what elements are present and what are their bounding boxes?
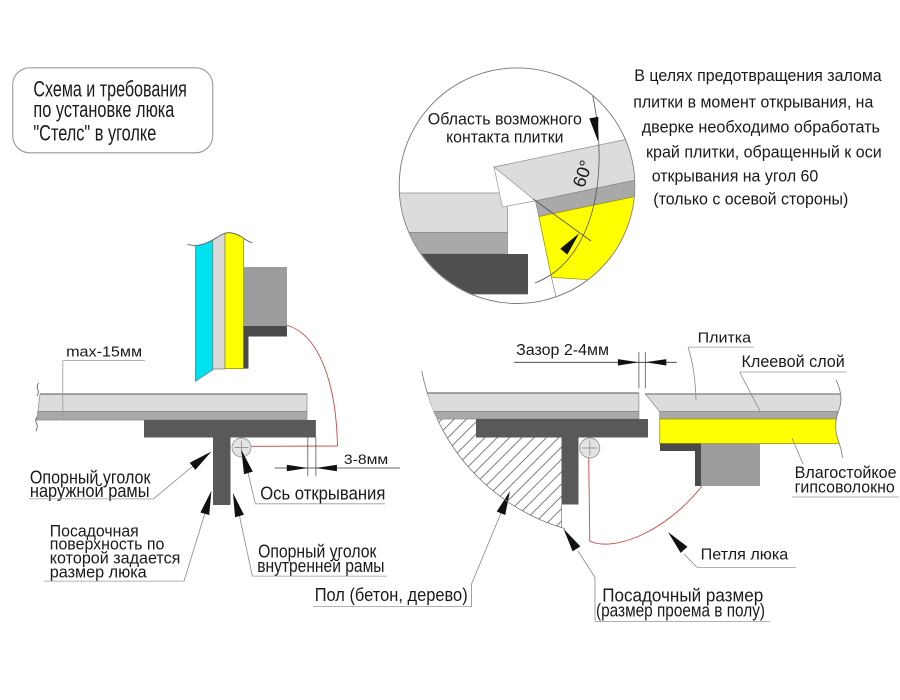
svg-text:Пол (бетон, дерево): Пол (бетон, дерево) <box>315 584 468 605</box>
svg-text:Посадочная: Посадочная <box>50 522 139 541</box>
svg-text:гипсоволокно: гипсоволокно <box>795 478 895 497</box>
svg-text:Зазор 2-4мм: Зазор 2-4мм <box>516 342 609 359</box>
svg-text:Плитка: Плитка <box>698 330 752 346</box>
svg-text:которой задается: которой задается <box>50 548 181 567</box>
svg-text:плитки в момент открывания, на: плитки в момент открывания, на <box>633 94 873 112</box>
svg-text:Ось открывания: Ось открывания <box>260 483 385 504</box>
svg-text:по установке люка: по установке люка <box>33 97 175 122</box>
svg-text:Влагостойкое: Влагостойкое <box>795 463 897 482</box>
svg-text:Петля люка: Петля люка <box>701 546 789 563</box>
svg-text:край плитки, обращенный к оси: край плитки, обращенный к оси <box>646 144 882 162</box>
svg-text:max-15мм: max-15мм <box>66 345 142 361</box>
svg-text:(только с осевой стороны): (только с осевой стороны) <box>653 190 848 208</box>
svg-text:Область возможного: Область возможного <box>428 110 582 128</box>
svg-text:дверке необходимо обработать: дверке необходимо обработать <box>642 119 880 137</box>
svg-text:Опорный уголок: Опорный уголок <box>30 466 151 487</box>
svg-text:размер люка: размер люка <box>50 563 147 582</box>
svg-text:внутренней рамы: внутренней рамы <box>257 555 384 576</box>
svg-text:Схема и требования: Схема и требования <box>33 77 187 102</box>
svg-text:Опорный уголок: Опорный уголок <box>258 541 377 562</box>
svg-text:"Стелс" в уголке: "Стелс" в уголке <box>33 121 156 146</box>
svg-text:Посадочный размер: Посадочный размер <box>602 584 763 605</box>
svg-text:3-8мм: 3-8мм <box>344 451 388 467</box>
svg-text:открывания на угол 60: открывания на угол 60 <box>652 168 819 186</box>
svg-text:(размер проема в полу): (размер проема в полу) <box>596 600 765 621</box>
svg-text:наружной рамы: наружной рамы <box>30 480 150 501</box>
svg-text:поверхность по: поверхность по <box>50 535 165 554</box>
svg-text:контакта плитки: контакта плитки <box>446 129 563 147</box>
svg-text:В целях предотвращения залома: В целях предотвращения залома <box>634 67 881 85</box>
svg-text:Клеевой слой: Клеевой слой <box>742 352 845 371</box>
